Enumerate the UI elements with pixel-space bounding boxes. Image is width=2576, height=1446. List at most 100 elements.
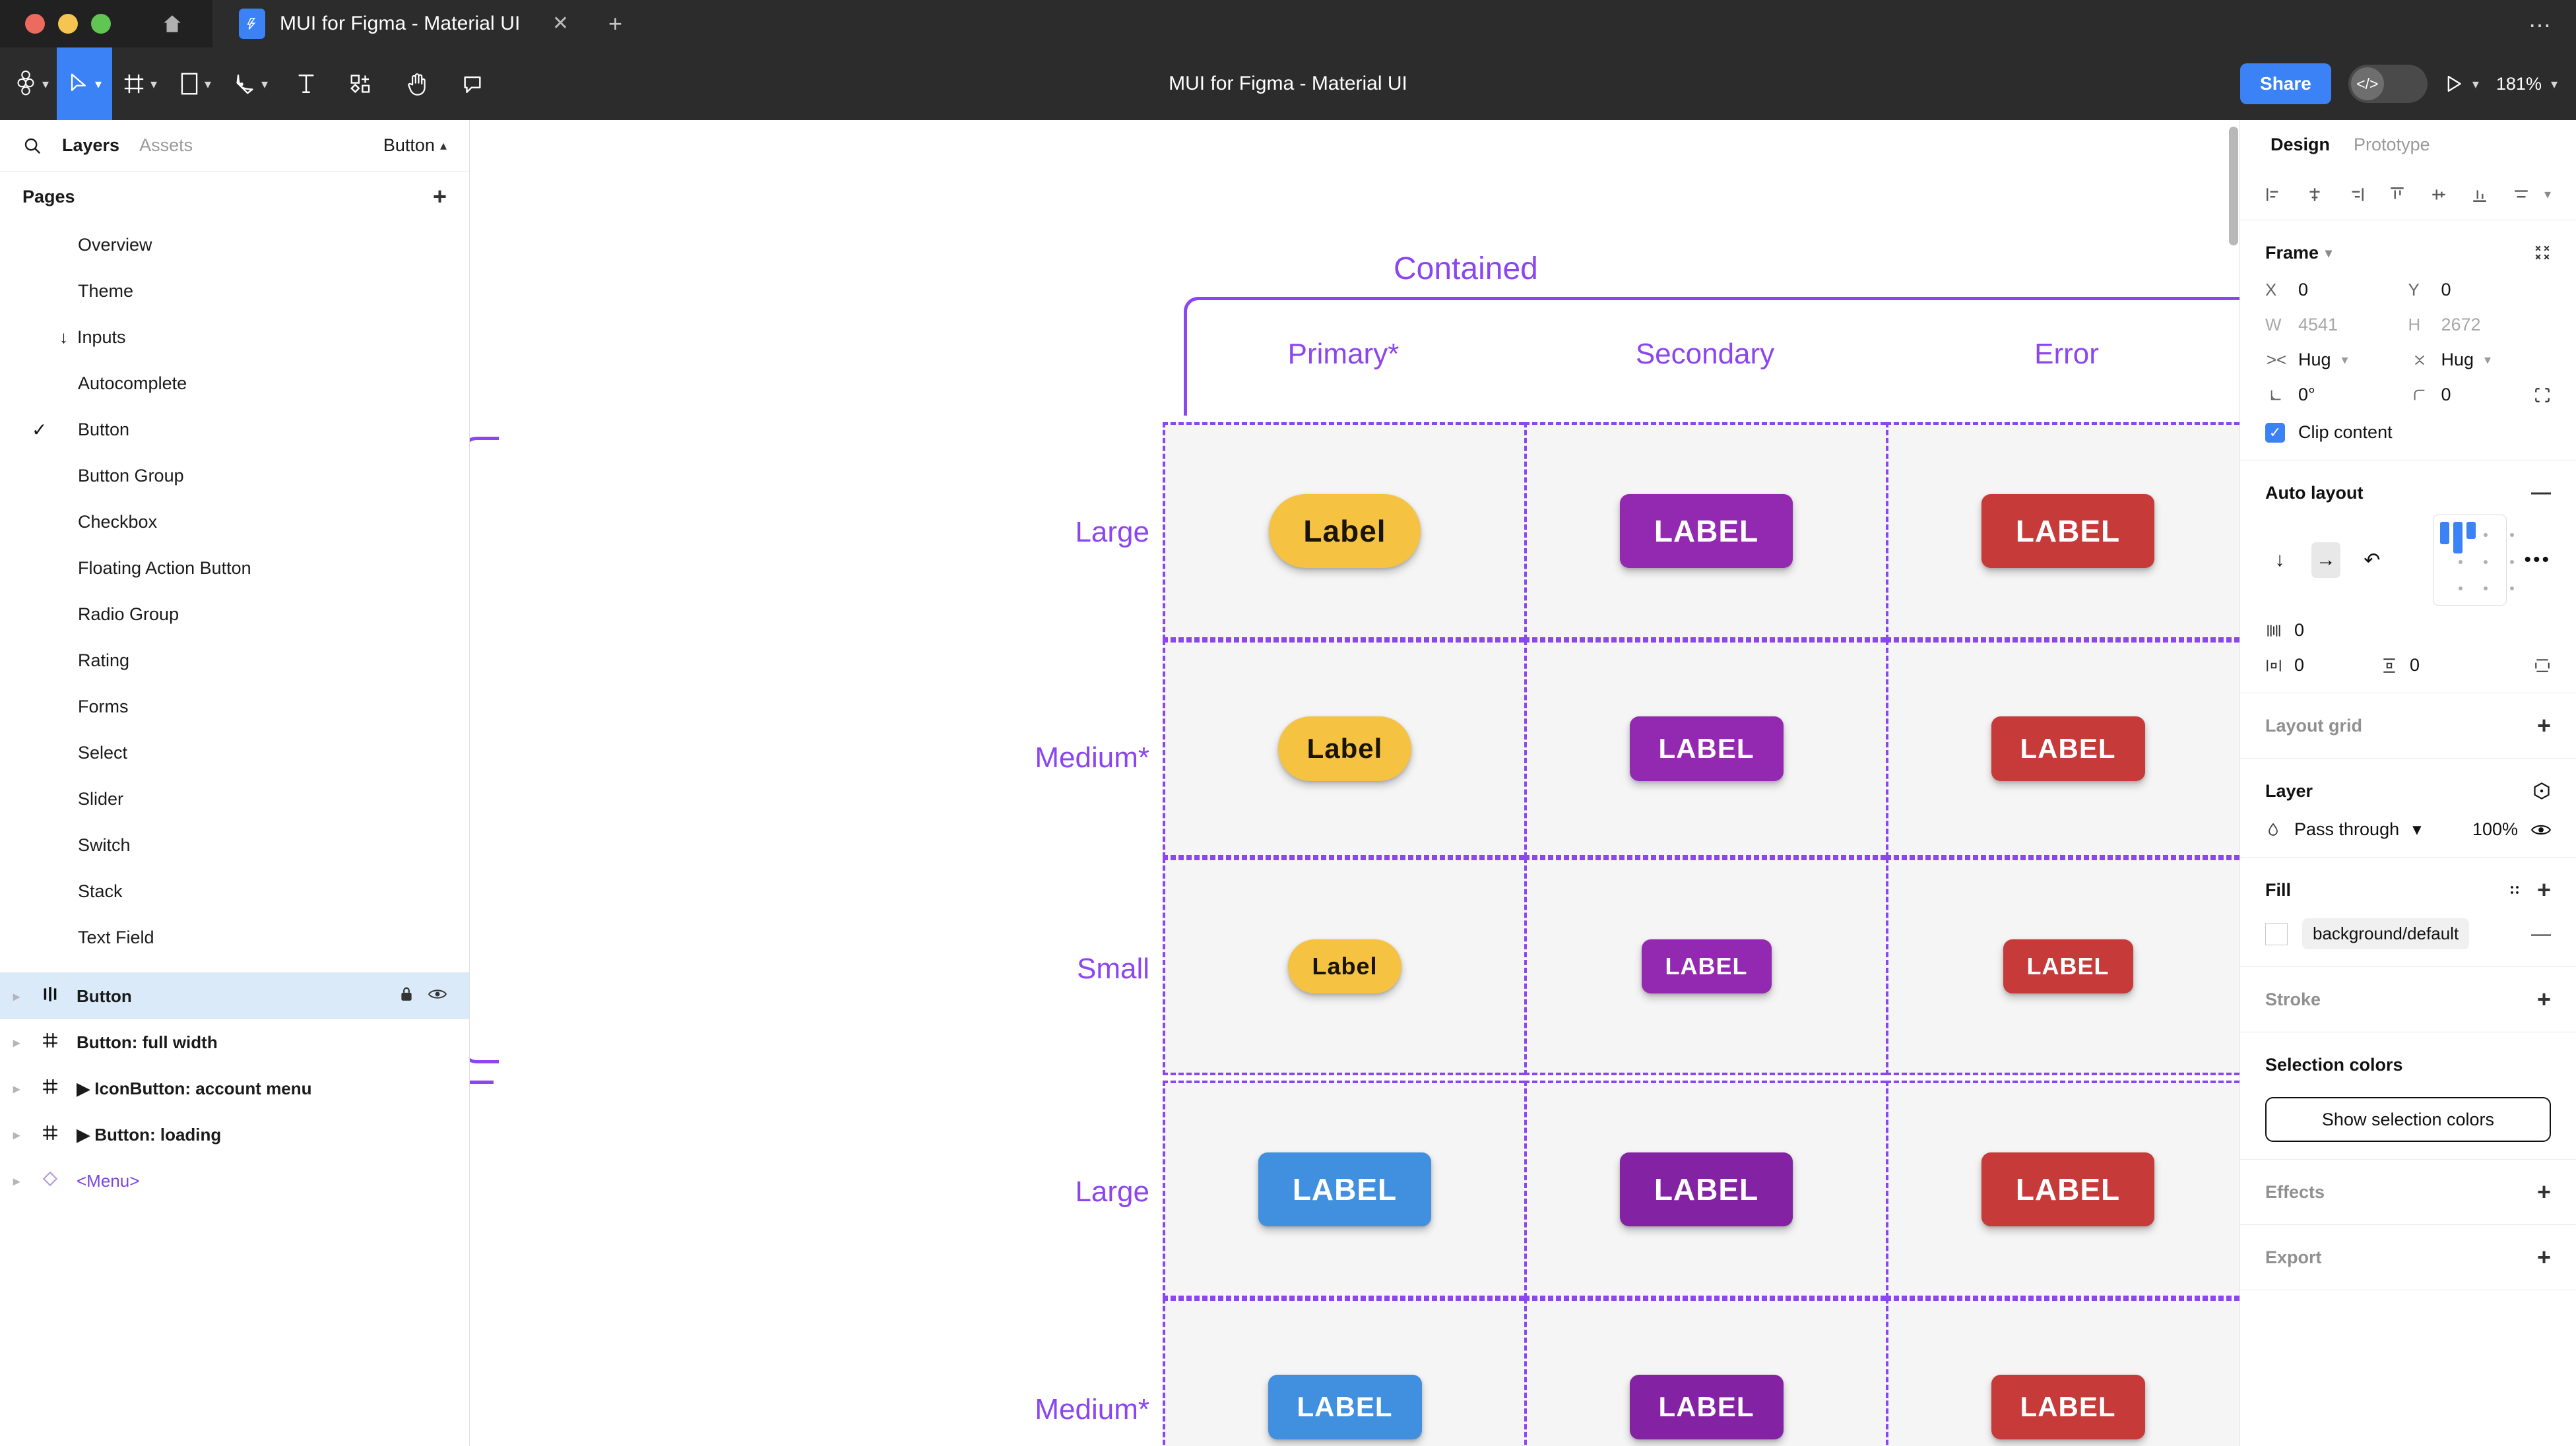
gap-field[interactable]: 0 — [2265, 620, 2381, 641]
align-top-icon[interactable] — [2389, 186, 2406, 203]
sidebar-page-rating[interactable]: Rating — [0, 637, 469, 683]
button-primary-large[interactable]: Label — [1269, 494, 1421, 568]
remove-fill-button[interactable]: — — [2531, 922, 2551, 945]
button-error-small[interactable]: LABEL — [2003, 939, 2133, 993]
browser-tab[interactable]: MUI for Figma - Material UI ✕ — [212, 0, 589, 47]
tab-prototype[interactable]: Prototype — [2354, 134, 2430, 154]
eye-icon[interactable] — [2531, 821, 2551, 838]
present-button[interactable]: ▾ — [2445, 74, 2479, 94]
horizontal-resizing-field[interactable]: >< Hug ▾ — [2265, 350, 2408, 370]
text-tool-button[interactable] — [278, 47, 334, 120]
y-field[interactable]: Y 0 — [2408, 280, 2552, 300]
expand-arrow-icon[interactable]: ▸ — [13, 1174, 20, 1189]
button-secondary-medium[interactable]: LABEL — [1629, 1375, 1784, 1439]
sidebar-page-autocomplete[interactable]: Autocomplete — [0, 360, 469, 406]
sidebar-page-button-group[interactable]: Button Group — [0, 453, 469, 499]
tab-layers[interactable]: Layers — [62, 135, 120, 155]
button-error-large[interactable]: LABEL — [1981, 494, 2155, 568]
new-tab-button[interactable]: + — [608, 10, 623, 37]
rotation-field[interactable]: 0° — [2265, 385, 2408, 405]
clip-content-checkbox[interactable]: ✓ — [2265, 422, 2285, 443]
close-icon[interactable]: ✕ — [552, 13, 569, 34]
button-primary-small[interactable]: Label — [1288, 939, 1401, 993]
button-secondary-large[interactable]: LABEL — [1619, 494, 1793, 568]
add-page-button[interactable]: + — [432, 183, 447, 210]
horizontal-padding-field[interactable]: 0 — [2265, 655, 2381, 676]
style-grid-icon[interactable] — [2507, 882, 2523, 898]
x-field[interactable]: X 0 — [2265, 280, 2408, 300]
layer-row[interactable]: ▸Button — [0, 973, 469, 1019]
sidebar-page-theme[interactable]: Theme — [0, 268, 469, 314]
chevron-down-icon[interactable]: ▾ — [2544, 187, 2551, 202]
shape-tool-button[interactable]: ▾ — [168, 47, 223, 120]
align-bottom-icon[interactable] — [2471, 186, 2488, 203]
expand-arrow-icon[interactable]: ▸ — [13, 989, 20, 1004]
tab-assets[interactable]: Assets — [139, 135, 193, 155]
eye-icon[interactable] — [428, 986, 447, 1007]
sidebar-page-switch[interactable]: Switch — [0, 822, 469, 868]
align-vertical-center-icon[interactable] — [2430, 186, 2447, 203]
layer-row[interactable]: ▸Button: full width — [0, 1019, 469, 1065]
design-canvas[interactable]: Contained Primary*SecondaryErrorWarning … — [470, 120, 2239, 1446]
individual-padding-icon[interactable] — [2534, 657, 2551, 674]
blend-mode-value[interactable]: Pass through — [2294, 819, 2400, 839]
button-secondary-medium[interactable]: LABEL — [1629, 716, 1784, 781]
layout-wrap-icon[interactable]: ↶ — [2364, 549, 2381, 571]
alignment-grid[interactable] — [2432, 515, 2514, 606]
share-button[interactable]: Share — [2240, 63, 2331, 104]
button-primary-large[interactable]: LABEL — [1258, 1152, 1432, 1226]
button-error-large[interactable]: LABEL — [1981, 1152, 2155, 1226]
align-left-icon[interactable] — [2265, 186, 2282, 203]
close-window-button[interactable] — [25, 14, 45, 34]
layer-effects-icon[interactable] — [2532, 782, 2551, 800]
add-fill-button[interactable]: + — [2536, 875, 2551, 903]
button-secondary-large[interactable]: LABEL — [1619, 1152, 1793, 1226]
sidebar-page-checkbox[interactable]: Checkbox — [0, 499, 469, 545]
height-field[interactable]: H 2672 — [2408, 315, 2552, 335]
opacity-value[interactable]: 100% — [2472, 819, 2518, 839]
add-layout-grid-button[interactable]: + — [2536, 711, 2551, 739]
distribute-icon[interactable] — [2513, 186, 2530, 203]
button-error-medium[interactable]: LABEL — [1991, 1375, 2145, 1439]
vertical-padding-field[interactable]: 0 — [2381, 655, 2496, 676]
button-primary-medium[interactable]: Label — [1277, 716, 1412, 781]
layer-row[interactable]: ▸<Menu> — [0, 1158, 469, 1204]
layer-row[interactable]: ▸▶ Button: loading — [0, 1112, 469, 1158]
maximize-window-button[interactable] — [91, 14, 111, 34]
layer-row[interactable]: ▸▶ IconButton: account menu — [0, 1065, 469, 1112]
remove-auto-layout-button[interactable]: — — [2531, 482, 2551, 503]
button-error-medium[interactable]: LABEL — [1991, 716, 2145, 781]
sidebar-page-forms[interactable]: Forms — [0, 683, 469, 730]
expand-arrow-icon[interactable]: ▸ — [13, 1127, 20, 1143]
component-selector[interactable]: Button ▴ — [383, 135, 447, 156]
corner-radius-field[interactable]: 0 — [2408, 385, 2552, 405]
dev-mode-toggle[interactable]: </> — [2348, 65, 2428, 103]
align-horizontal-center-icon[interactable] — [2306, 186, 2323, 203]
frame-tool-button[interactable]: ▾ — [112, 47, 168, 120]
expand-arrow-icon[interactable]: ▸ — [13, 1081, 20, 1096]
add-effect-button[interactable]: + — [2536, 1178, 2551, 1205]
minimize-window-button[interactable] — [58, 14, 78, 34]
sidebar-page-overview[interactable]: Overview — [0, 222, 469, 268]
figma-menu-button[interactable]: ▾ — [0, 47, 57, 120]
sidebar-page-button[interactable]: ✓Button — [0, 406, 469, 453]
add-stroke-button[interactable]: + — [2536, 985, 2551, 1013]
canvas-scrollbar[interactable] — [2229, 127, 2238, 245]
auto-layout-more-button[interactable]: ••• — [2524, 549, 2551, 571]
move-tool-button[interactable]: ▾ — [57, 47, 113, 120]
independent-corners-icon[interactable] — [2534, 387, 2551, 404]
resources-button[interactable] — [334, 47, 389, 120]
layout-direction-horizontal-icon[interactable]: → — [2311, 542, 2340, 578]
button-primary-medium[interactable]: LABEL — [1268, 1375, 1422, 1439]
show-selection-colors-button[interactable]: Show selection colors — [2265, 1097, 2551, 1142]
sidebar-page-inputs[interactable]: ↓Inputs — [0, 314, 469, 360]
vertical-resizing-field[interactable]: Hug ▾ — [2408, 350, 2552, 370]
comment-tool-button[interactable] — [445, 47, 500, 120]
sidebar-page-select[interactable]: Select — [0, 730, 469, 776]
clip-content-row[interactable]: ✓ Clip content — [2265, 422, 2551, 443]
sidebar-page-slider[interactable]: Slider — [0, 776, 469, 822]
add-export-button[interactable]: + — [2536, 1243, 2551, 1271]
sidebar-page-stack[interactable]: Stack — [0, 868, 469, 914]
home-button[interactable] — [132, 0, 212, 47]
hand-tool-button[interactable] — [389, 47, 445, 120]
